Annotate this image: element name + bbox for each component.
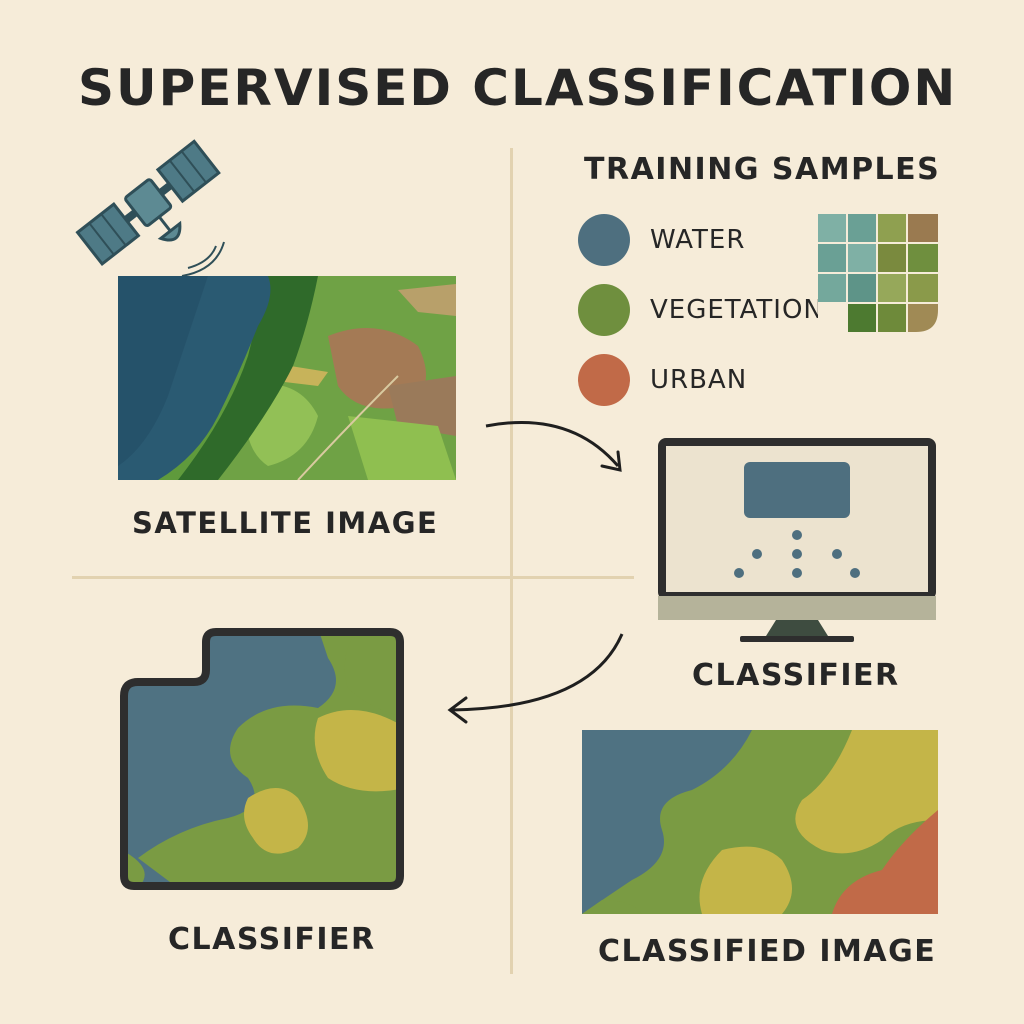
legend-label-urban: URBAN <box>650 365 748 395</box>
classified-image-label: CLASSIFIED IMAGE <box>598 934 937 969</box>
classified-image <box>582 730 938 914</box>
monitor-icon <box>658 438 936 642</box>
legend-label-water: WATER <box>650 225 746 255</box>
satellite-icon <box>75 139 225 277</box>
legend-item-vegetation: VEGETATION <box>578 284 824 336</box>
sample-grid-icon <box>818 214 938 332</box>
vegetation-swatch <box>578 284 630 336</box>
satellite-image <box>118 276 456 480</box>
page-title: SUPERVISED CLASSIFICATION <box>78 59 958 117</box>
vertical-divider <box>510 148 513 974</box>
horizontal-divider <box>72 576 634 579</box>
arrow-icon <box>447 633 624 724</box>
legend-item-urban: URBAN <box>578 354 747 406</box>
training-samples-heading: TRAINING SAMPLES <box>584 152 941 187</box>
urban-swatch <box>578 354 630 406</box>
legend-item-water: WATER <box>578 214 745 266</box>
classifier-monitor-label: CLASSIFIER <box>692 658 900 693</box>
water-swatch <box>578 214 630 266</box>
classifier-map-label: CLASSIFIER <box>168 922 376 957</box>
classified-map <box>120 628 404 890</box>
satellite-image-label: SATELLITE IMAGE <box>132 506 439 540</box>
legend-label-vegetation: VEGETATION <box>650 295 824 325</box>
arrow-icon <box>485 420 622 472</box>
